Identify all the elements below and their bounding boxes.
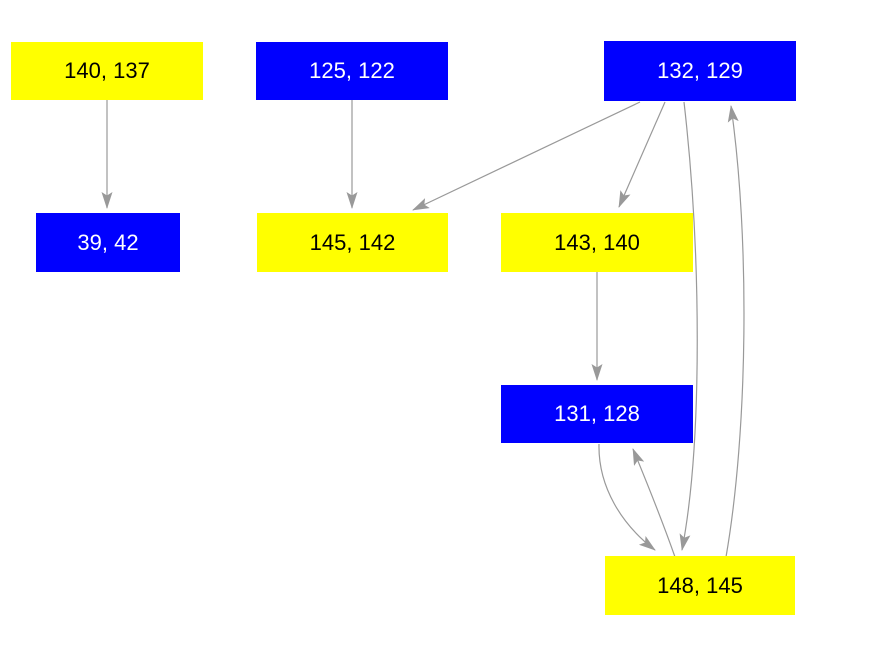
edge-132-129-to-143-140 (618, 101, 666, 208)
node-39-42[interactable]: 39, 42 (36, 213, 180, 272)
node-140-137[interactable]: 140, 137 (11, 42, 203, 100)
edge-132-129-to-145-142 (412, 101, 641, 211)
node-145-142[interactable]: 145, 142 (257, 213, 448, 272)
node-143-140[interactable]: 143, 140 (501, 213, 693, 272)
node-132-129[interactable]: 132, 129 (604, 41, 796, 101)
node-125-122[interactable]: 125, 122 (256, 42, 448, 100)
edge-131-128-to-148-145 (598, 443, 656, 551)
edge-132-129-to-148-145 (679, 101, 698, 551)
edge-148-145-to-132-129 (725, 105, 745, 558)
edge-148-145-to-131-128 (632, 448, 676, 558)
node-131-128[interactable]: 131, 128 (501, 385, 693, 443)
node-148-145[interactable]: 148, 145 (605, 556, 795, 615)
